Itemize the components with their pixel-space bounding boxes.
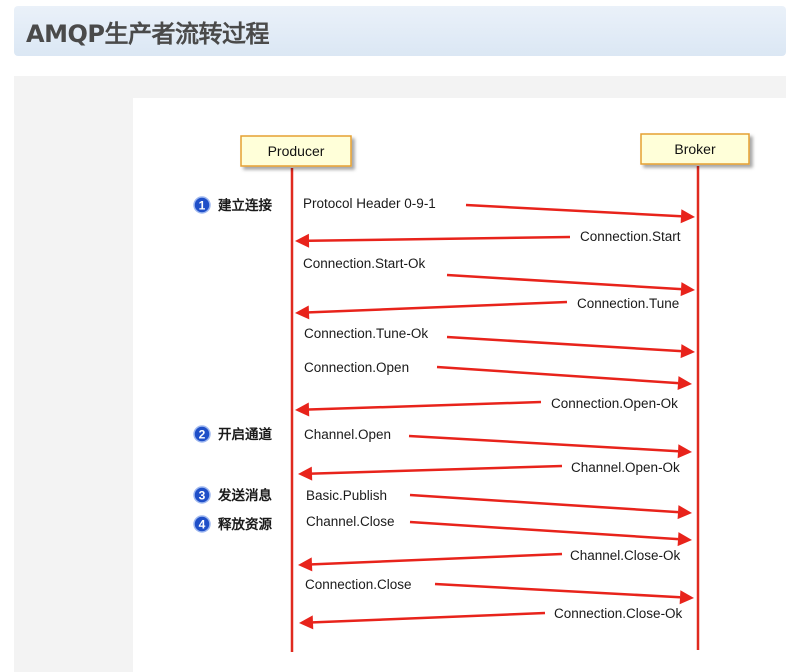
message-arrow: Channel.Open-Ok: [298, 460, 680, 481]
message-arrow: Basic.Publish: [306, 488, 692, 520]
message-label: Connection.Close-Ok: [554, 606, 683, 621]
arrow-shaft: [436, 365, 679, 385]
arrow-head: [295, 402, 310, 417]
message-label: Connection.Tune-Ok: [304, 326, 428, 341]
producer-label: Producer: [268, 143, 325, 159]
step-marker: 3 发送消息: [193, 486, 272, 504]
arrow-shaft: [312, 611, 546, 624]
arrow-head: [298, 557, 313, 572]
arrow-head: [677, 505, 692, 520]
step-marker: 4 释放资源: [193, 515, 272, 533]
arrow-shaft: [311, 552, 563, 566]
page-title: AMQP生产者流转过程: [26, 19, 269, 48]
message-label: Connection.Open: [304, 360, 409, 375]
arrow-shaft: [408, 434, 679, 453]
arrow-shaft: [311, 464, 563, 475]
message-arrow: Channel.Close-Ok: [298, 548, 681, 572]
arrow-shaft: [409, 520, 679, 541]
arrow-shaft: [308, 400, 542, 411]
arrow-head: [677, 532, 692, 547]
step-marker: 1 建立连接: [193, 196, 272, 214]
arrow-shaft: [409, 493, 679, 514]
arrow-head: [295, 305, 310, 320]
step-label: 释放资源: [218, 516, 272, 532]
message-label: Connection.Close: [305, 577, 412, 592]
message-label: Connection.Tune: [577, 296, 679, 311]
steps: 1 建立连接 2 开启通道 3 发送消息 4 释放资源: [193, 196, 272, 533]
arrow-shaft: [308, 300, 568, 314]
arrow-head: [295, 233, 310, 248]
message-arrow: Protocol Header 0-9-1: [303, 196, 695, 224]
title-bar: AMQP生产者流转过程: [14, 6, 786, 56]
arrow-shaft: [308, 235, 571, 243]
step-number-badge: [193, 196, 211, 214]
step-number-badge: [193, 425, 211, 443]
message-label: Channel.Open-Ok: [571, 460, 680, 475]
producer-box: Producer: [240, 135, 352, 167]
message-label: Protocol Header 0-9-1: [303, 196, 436, 211]
arrow-head: [680, 344, 695, 359]
step-marker: 2 开启通道: [193, 425, 272, 443]
arrow-head: [680, 282, 695, 297]
step-number: 1: [199, 199, 206, 213]
message-label: Channel.Close-Ok: [570, 548, 681, 563]
message-label: Basic.Publish: [306, 488, 387, 503]
message-arrow: Channel.Open: [304, 427, 692, 459]
message-label: Connection.Open-Ok: [551, 396, 678, 411]
arrow-shaft: [446, 273, 682, 291]
message-arrow: Connection.Close-Ok: [299, 606, 683, 630]
diagram-canvas: [133, 98, 786, 672]
messages: Protocol Header 0-9-1Connection.StartCon…: [295, 196, 695, 630]
message-label: Connection.Start: [580, 229, 681, 244]
arrow-head: [298, 466, 313, 481]
message-label: Channel.Open: [304, 427, 391, 442]
step-number: 3: [199, 489, 206, 503]
arrow-head: [680, 209, 695, 224]
arrow-shaft: [465, 203, 682, 218]
step-label: 开启通道: [218, 426, 272, 442]
message-label: Connection.Start-Ok: [303, 256, 426, 271]
arrow-head: [299, 615, 314, 630]
message-arrow: Connection.Start: [295, 229, 681, 248]
message-arrow: Connection.Tune-Ok: [304, 326, 695, 359]
message-arrow: Connection.Close: [305, 577, 694, 605]
broker-label: Broker: [674, 141, 716, 157]
arrow-head: [679, 590, 694, 605]
arrow-head: [677, 376, 692, 391]
arrow-head: [677, 444, 692, 459]
step-label: 发送消息: [217, 487, 272, 503]
message-arrow: Connection.Open-Ok: [295, 396, 678, 417]
message-arrow: Connection.Tune: [295, 296, 679, 320]
arrow-shaft: [446, 335, 682, 353]
step-number: 2: [199, 428, 206, 442]
message-arrow: Connection.Open: [304, 360, 692, 391]
message-arrow: Connection.Start-Ok: [303, 256, 695, 297]
arrow-shaft: [434, 582, 681, 599]
step-number-badge: [193, 515, 211, 533]
message-arrow: Channel.Close: [306, 514, 692, 547]
step-number-badge: [193, 486, 211, 504]
step-label: 建立连接: [217, 197, 272, 213]
broker-box: Broker: [640, 133, 750, 165]
step-number: 4: [199, 518, 206, 532]
message-label: Channel.Close: [306, 514, 395, 529]
